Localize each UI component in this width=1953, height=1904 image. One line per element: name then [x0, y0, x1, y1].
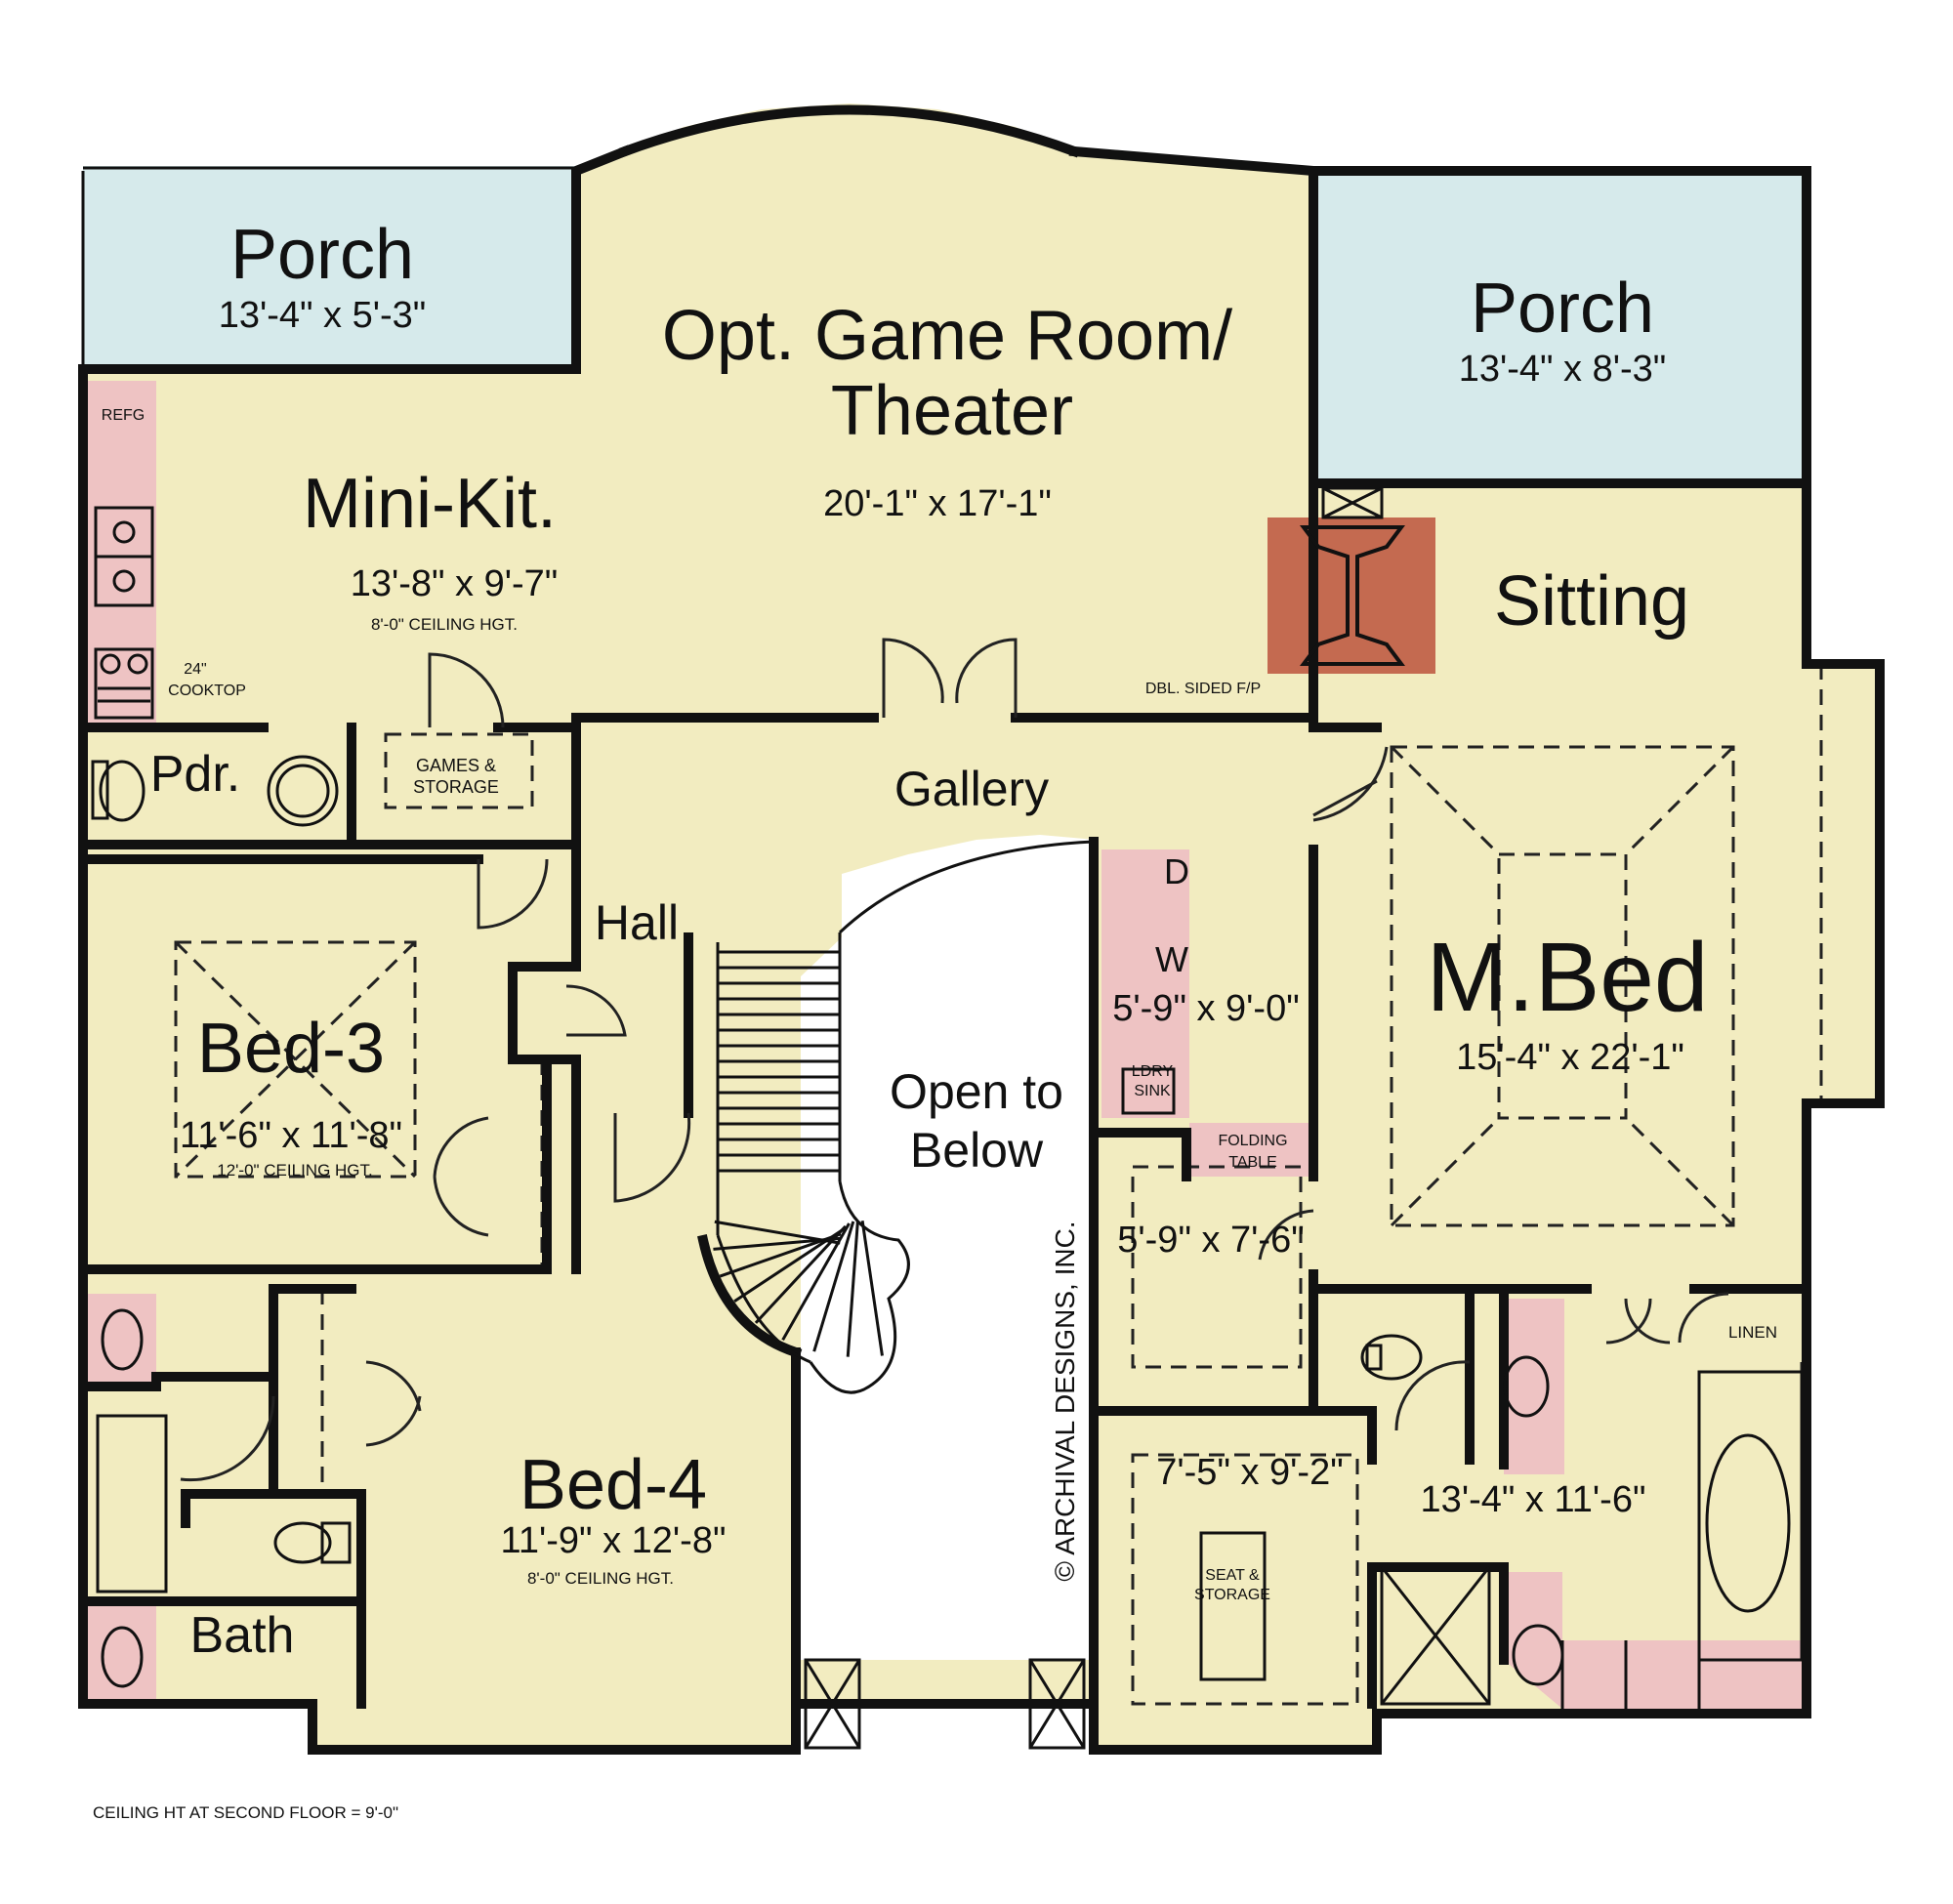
stair-winder [719, 1232, 842, 1278]
mini-kit-ceiling: 8'-0" CEILING HGT. [371, 615, 518, 634]
master-bed-dims: 15'-4" x 22'-1" [1456, 1037, 1684, 1078]
game-room-dims: 20'-1" x 17'-1" [823, 483, 1052, 524]
closet-a-dims: 5'-9" x 7'-6" [1117, 1220, 1304, 1261]
mini-kit-dims: 13'-8" x 9'-7" [351, 563, 559, 604]
powder-name: Pdr. [150, 746, 241, 803]
stair-winder [781, 1222, 851, 1342]
porch-left-name: Porch [230, 216, 414, 294]
game-room-name-2: Theater [831, 372, 1073, 450]
fireplace [1267, 517, 1435, 674]
refrigerator [88, 381, 156, 478]
bath-name: Bath [190, 1607, 295, 1664]
refg-label: REFG [102, 407, 145, 424]
fireplace-label: DBL. SIDED F/P [1145, 681, 1261, 697]
doors [180, 638, 1729, 1482]
porch-right-name: Porch [1471, 269, 1654, 348]
porch-left-dims: 13'-4" x 5'-3" [219, 295, 427, 336]
master-vanity-corner [1504, 1572, 1805, 1709]
game-room-name: Opt. Game Room/ [662, 297, 1232, 375]
dryer-label: D [1164, 851, 1189, 891]
master-bath-dims: 13'-4" x 11'-6" [1421, 1479, 1646, 1520]
stair-winder [754, 1224, 847, 1324]
footer-note: CEILING HT AT SECOND FLOOR = 9'-0" [93, 1803, 398, 1822]
linen-label: LINEN [1728, 1323, 1777, 1342]
seat-storage-1: SEAT & [1205, 1567, 1260, 1584]
fireplace-hearth [1300, 525, 1405, 666]
open-below-2: Below [910, 1123, 1044, 1178]
bed4-ceiling: 8'-0" CEILING HGT. [527, 1569, 674, 1588]
folding-table-2: TABLE [1228, 1154, 1277, 1171]
washer-label: W [1155, 939, 1188, 979]
bath-vanity-bottom [88, 1606, 156, 1709]
hall-name: Hall [595, 895, 679, 950]
sitting-name: Sitting [1494, 562, 1689, 641]
laundry-sink-2: SINK [1134, 1083, 1171, 1099]
fixtures [88, 381, 1805, 1709]
seat-storage-2: STORAGE [1194, 1587, 1270, 1603]
stair-winder [812, 1221, 855, 1352]
games-storage-1: GAMES & [416, 756, 496, 775]
open-to-below-lower [796, 1367, 1096, 1660]
bed3-name: Bed-3 [197, 1010, 385, 1088]
master-vanity-left [1504, 1299, 1564, 1474]
open-below-1: Open to [890, 1064, 1063, 1119]
bed3-dims: 11'-6" x 11'-8" [180, 1115, 402, 1156]
kitchen-counter [88, 478, 156, 723]
stair-winder [860, 1221, 884, 1356]
stair-treads [713, 950, 884, 1357]
staircase [713, 932, 910, 1394]
bath-vanity-top [88, 1294, 156, 1391]
porch-right-dims: 13'-4" x 8'-3" [1459, 349, 1667, 390]
folding-table-1: FOLDING [1218, 1133, 1287, 1149]
fixture-outlines [91, 506, 1804, 1709]
bed3-ceiling: 12'-0" CEILING HGT. [217, 1161, 373, 1180]
bed4-dims: 11'-9" x 12'-8" [501, 1520, 727, 1561]
room-labels: Porch 13'-4" x 5'-3" Opt. Game Room/ The… [93, 216, 1777, 1822]
porch-right-area [1318, 171, 1807, 483]
stair-winder [733, 1228, 844, 1303]
dryer-washer-counter [1101, 849, 1189, 1040]
windows [81, 367, 1882, 1752]
cooktop-label-2: COOKTOP [168, 683, 246, 699]
laundry-dims: 5'-9" x 9'-0" [1112, 988, 1299, 1029]
porch-left-area [83, 166, 576, 369]
stair-winder [846, 1220, 859, 1357]
cooktop-label-1: 24" [184, 661, 206, 678]
copyright-text: © ARCHIVAL DESIGNS, INC. [1050, 1221, 1080, 1581]
closet-b-dims: 7'-5" x 9'-2" [1156, 1452, 1343, 1493]
floor-fills [83, 103, 1880, 1750]
master-bed-name: M.Bed [1426, 923, 1708, 1032]
gallery-name: Gallery [894, 762, 1049, 816]
walls [78, 104, 1885, 1755]
laundry-sink-1: LDRY [1132, 1063, 1174, 1080]
mini-kit-name: Mini-Kit. [303, 465, 557, 543]
games-storage-2: STORAGE [413, 777, 499, 797]
bed4-name: Bed-4 [519, 1446, 707, 1524]
